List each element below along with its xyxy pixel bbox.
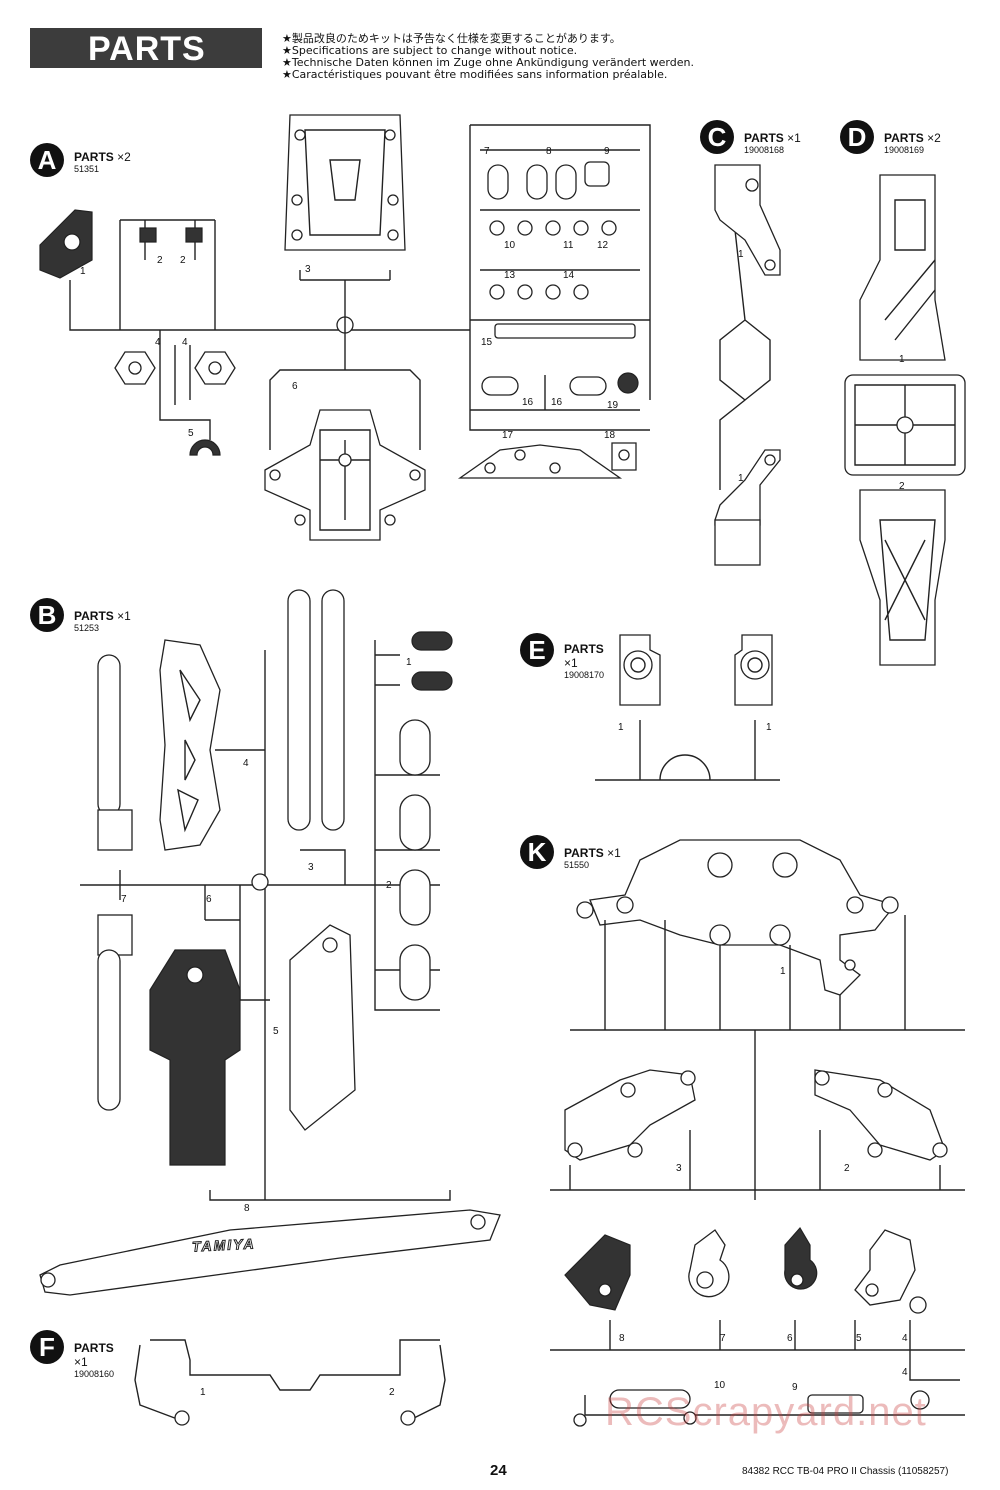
badge-a: A: [30, 143, 64, 177]
title-bar: [30, 28, 262, 68]
parts-k-title: PARTS ×1: [564, 846, 621, 860]
sprue-b: [39, 589, 501, 1296]
parts-d-title: PARTS ×2: [884, 131, 941, 145]
footer-text: 84382 RCC TB-04 PRO II Chassis (11058257…: [742, 1466, 949, 1477]
parts-b-code: 51253: [74, 623, 100, 633]
part-c: [714, 164, 781, 566]
watermark: RCScrapyard.net: [605, 1390, 927, 1434]
badge-b: B: [30, 598, 64, 632]
badge-f: F: [30, 1330, 64, 1364]
parts-e-title: PARTS: [564, 642, 604, 656]
badge-k: K: [520, 835, 554, 869]
parts-b-title: PARTS ×1: [74, 609, 131, 623]
parts-c-title: PARTS ×1: [744, 131, 801, 145]
notice-english: ★Specifications are subject to change wi…: [282, 44, 578, 57]
parts-f-code: 19008160: [74, 1369, 115, 1379]
parts-a-title: PARTS ×2: [74, 150, 131, 164]
parts-f-count: ×1: [74, 1355, 88, 1369]
part-d: [844, 174, 966, 666]
parts-f-title: PARTS: [74, 1341, 114, 1355]
tamiya-logo: TAMIYA: [191, 1235, 256, 1255]
page-number: 24: [490, 1462, 507, 1479]
parts-k-code: 51550: [564, 860, 590, 870]
parts-d-code: 19008169: [884, 145, 925, 155]
badge-d: D: [840, 120, 874, 154]
part-e: [595, 634, 780, 781]
notice-japanese: ★製品改良のためキットは予告なく仕様を変更することがあります。: [282, 32, 621, 45]
sprue-k: [550, 839, 965, 1427]
part-f: [134, 1339, 446, 1426]
sprue-a-right: [457, 124, 651, 479]
page-title: PARTS: [88, 30, 206, 68]
sprue-a: [39, 114, 470, 541]
parts-e-count: ×1: [564, 656, 578, 670]
notice-german: ★Technische Daten können im Zuge ohne An…: [282, 56, 694, 69]
badge-e: E: [520, 633, 554, 667]
badge-c: C: [700, 120, 734, 154]
parts-a-code: 51351: [74, 164, 100, 174]
notice-french: ★Caractéristiques pouvant être modifiées…: [282, 68, 668, 81]
parts-e-code: 19008170: [564, 670, 605, 680]
parts-c-code: 19008168: [744, 145, 785, 155]
